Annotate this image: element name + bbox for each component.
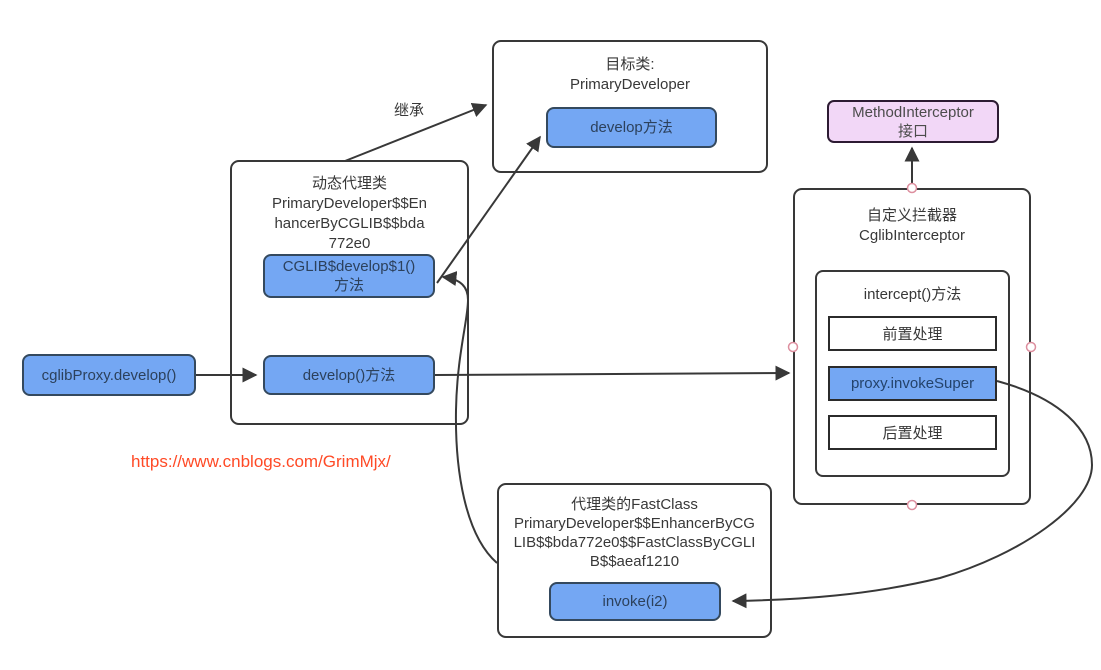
intercept-method-title-text: intercept()方法 <box>863 286 962 303</box>
method-interceptor-label-line2: 接口 <box>897 122 928 140</box>
node-invoke-i2-method: invoke(i2) <box>549 582 721 621</box>
target-class-title-line2: PrimaryDeveloper <box>569 76 691 93</box>
custom-interceptor-title: 自定义拦截器 CglibInterceptor <box>795 206 1029 246</box>
develop-method-label: develop方法 <box>590 119 673 136</box>
fastclass-title-line2: PrimaryDeveloper$$EnhancerByCG <box>514 515 755 532</box>
edge-develop-to-interceptor <box>434 365 791 381</box>
fastclass-title-line3: LIB$$bda772e0$$FastClassByCGLI <box>513 534 756 551</box>
node-cglib-develop1-method: CGLIB$develop$1() 方法 <box>263 254 435 298</box>
custom-interceptor-title-line1: 自定义拦截器 <box>866 207 957 224</box>
cglib-develop1-label-line1: CGLIB$develop$1() <box>282 258 416 275</box>
caller-label: cglibProxy.develop() <box>41 366 177 384</box>
node-develop-call-method: develop()方法 <box>263 355 435 395</box>
dynamic-proxy-title-line3: hancerByCGLIB$$bda <box>274 215 425 232</box>
blog-url-label: https://www.cnblogs.com/GrimMjx/ <box>131 452 391 471</box>
target-class-title: 目标类: PrimaryDeveloper <box>494 55 766 95</box>
invoke-super-label: proxy.invokeSuper <box>850 375 975 392</box>
node-invoke-super: proxy.invokeSuper <box>828 366 997 401</box>
dynamic-proxy-title: 动态代理类 PrimaryDeveloper$$En hancerByCGLIB… <box>232 174 467 254</box>
fastclass-title-line4: B$$aeaf1210 <box>589 553 680 570</box>
node-pre-processing: 前置处理 <box>828 316 997 351</box>
node-fastclass: 代理类的FastClass PrimaryDeveloper$$Enhancer… <box>497 483 772 638</box>
dynamic-proxy-title-line2: PrimaryDeveloper$$En <box>271 195 428 212</box>
node-method-interceptor-interface: MethodInterceptor 接口 <box>827 100 999 143</box>
pre-processing-label: 前置处理 <box>882 326 943 343</box>
cglib-develop1-label-line2: 方法 <box>333 277 364 294</box>
dynamic-proxy-title-line4: 772e0 <box>328 235 371 252</box>
node-post-processing: 后置处理 <box>828 415 997 450</box>
node-caller: cglibProxy.develop() <box>22 354 196 396</box>
node-develop-method: develop方法 <box>546 107 717 148</box>
method-interceptor-label-line1: MethodInterceptor <box>852 103 974 121</box>
invoke-i2-label: invoke(i2) <box>602 593 668 610</box>
inherit-label: 继承 <box>394 102 425 119</box>
target-class-title-line1: 目标类: <box>605 56 655 73</box>
post-processing-label: 后置处理 <box>882 425 943 442</box>
intercept-method-title: intercept()方法 <box>817 285 1008 305</box>
dynamic-proxy-title-line1: 动态代理类 <box>311 175 387 192</box>
fastclass-title: 代理类的FastClass PrimaryDeveloper$$Enhancer… <box>499 495 770 571</box>
develop-call-label: develop()方法 <box>302 366 396 384</box>
custom-interceptor-title-line2: CglibInterceptor <box>859 227 965 244</box>
fastclass-title-line1: 代理类的FastClass <box>571 496 698 513</box>
